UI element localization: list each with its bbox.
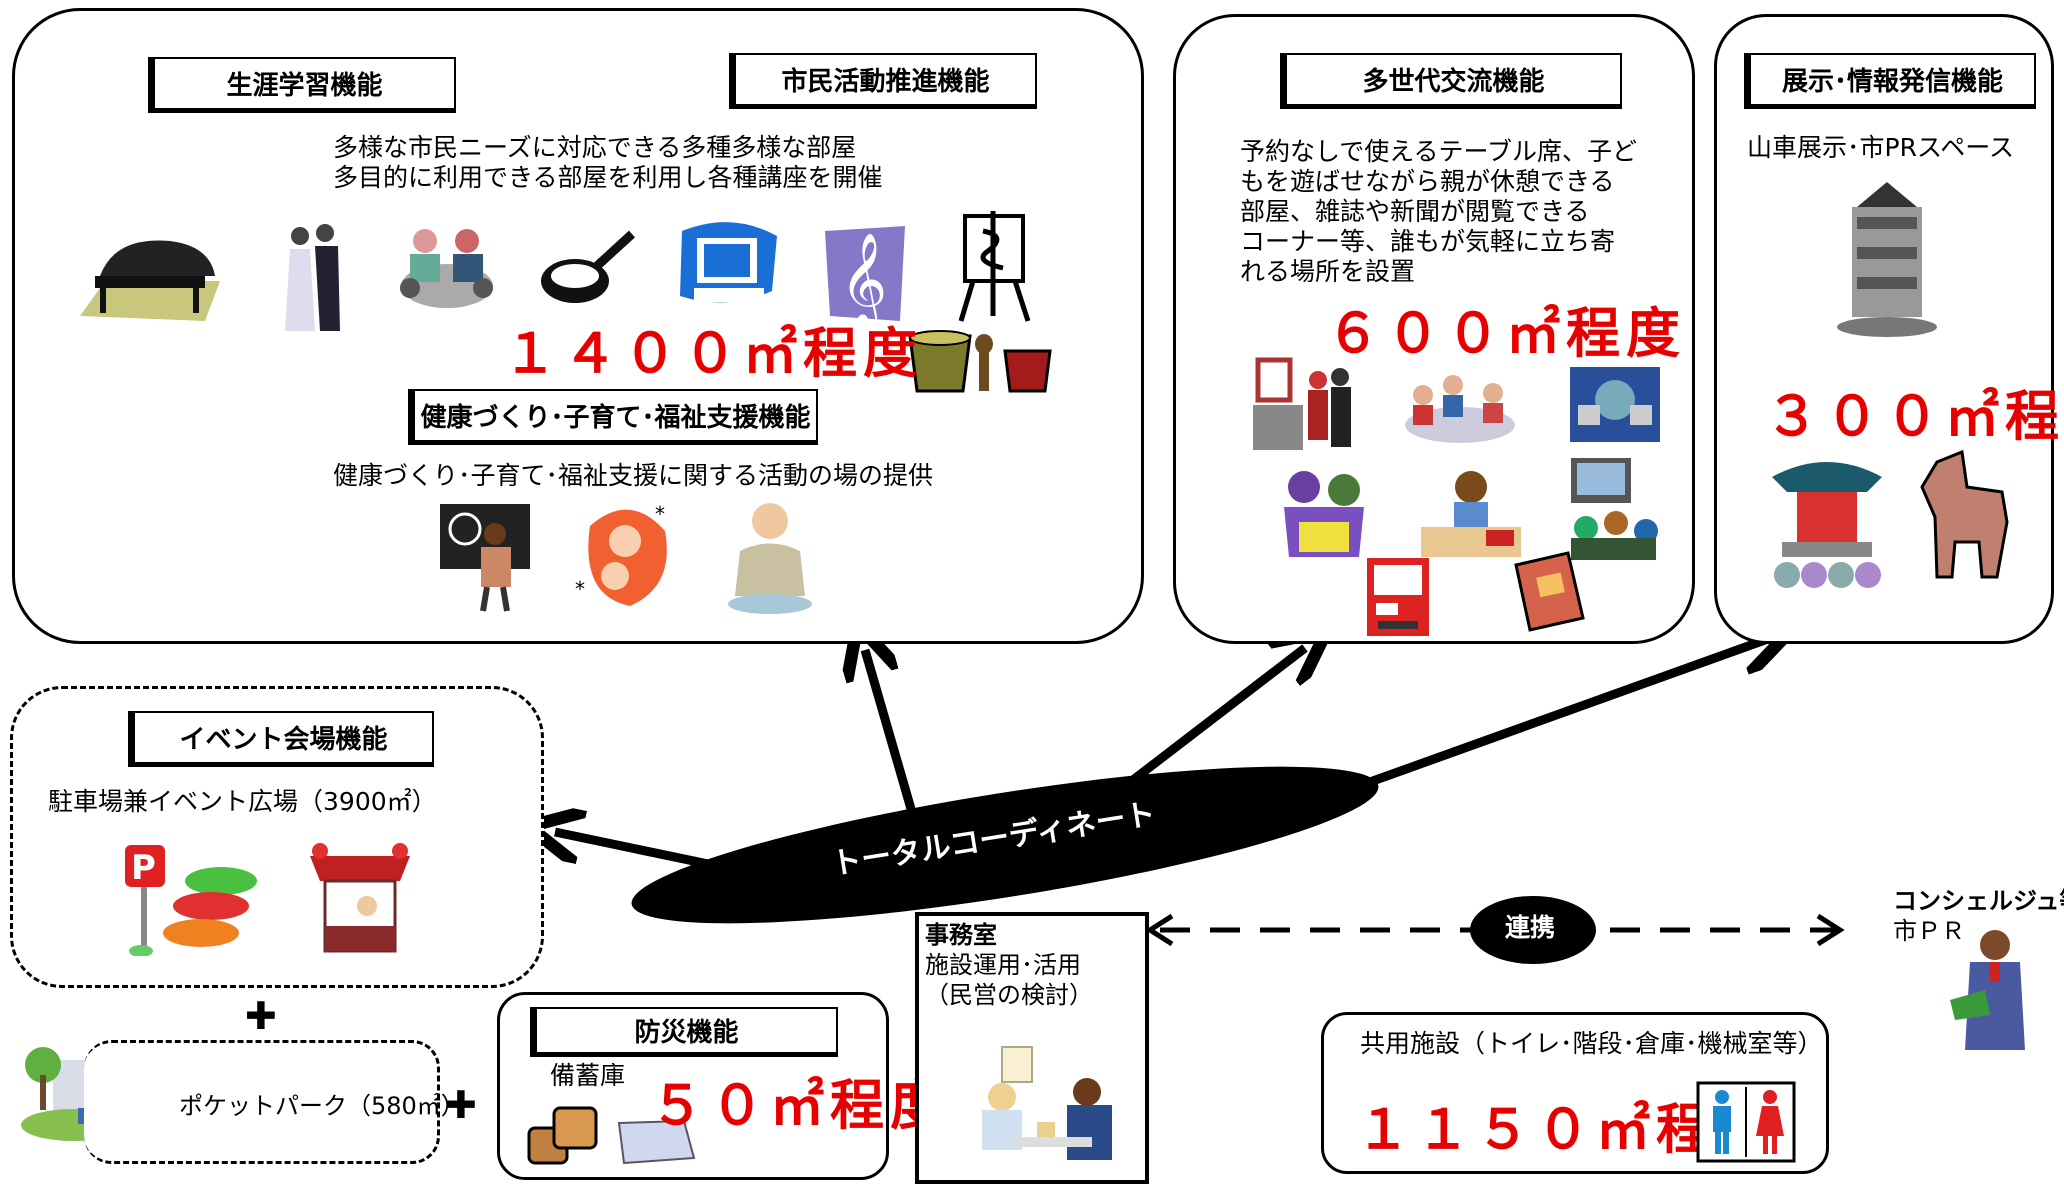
pocket-park-panel: ポケットパーク（580㎡） [84, 1040, 465, 1164]
common-desc: 共用施設（トイレ･階段･倉庫･機械室等） [1360, 1029, 1823, 1058]
office-title: 事務室 [925, 921, 997, 949]
easel-icon [958, 211, 1031, 322]
book-icon [1514, 551, 1585, 632]
computer-icon [680, 222, 777, 303]
lifelong-desc-line1: 多様な市民ニーズに対応できる多種多様な部屋 [333, 133, 857, 162]
vending-machine-icon [1367, 558, 1429, 636]
office-line1: 施設運用･活用 [925, 951, 1081, 979]
exhibition-area: ３００㎡程度 [1765, 385, 2064, 448]
mother-child-icon: ** [575, 502, 667, 606]
festival-stall-icon [310, 843, 410, 953]
teacher-icon [440, 504, 530, 612]
concierge-sub: 市ＰＲ [1893, 917, 1965, 945]
disaster-prevention-panel: 防災機能 備蓄庫 ５０㎡程度 [497, 992, 944, 1180]
health-desc: 健康づくり･子育て･福祉支援に関する活動の場の提供 [333, 461, 934, 490]
women-reading-icon [1284, 471, 1364, 557]
plus-icon-2: ✚ [445, 1083, 477, 1127]
dancers-icon [285, 224, 340, 331]
multigen-area: ６００㎡程度 [1326, 302, 1686, 365]
meeting-people-icon [400, 229, 493, 308]
video-conference-icon [1570, 367, 1660, 442]
group-discussion-icon [1405, 375, 1515, 443]
link-ellipse [1470, 896, 1596, 964]
office-panel: 事務室 施設運用･活用 （民営の検討） [915, 912, 1149, 1184]
tab-health-childcare: 健康づくり･子育て･福祉支援機能 [408, 389, 818, 445]
multigen-desc-line4: コーナー等、誰もが気軽に立ち寄 [1240, 227, 1616, 256]
svg-text:𝄞: 𝄞 [840, 232, 887, 326]
clay-horse-icon [1920, 449, 2009, 579]
tab-disaster-prevention: 防災機能 [530, 1007, 838, 1057]
festival-float-icon [1837, 182, 1937, 337]
event-desc: 駐車場兼イベント広場（3900㎡） [48, 787, 437, 816]
concierge-title: コンシェルジュ等 [1893, 887, 2064, 915]
lifelong-area: １４００㎡程度 [503, 322, 923, 385]
tab-multigenerational: 多世代交流機能 [1280, 53, 1622, 109]
multigen-desc-line5: れる場所を設置 [1240, 257, 1416, 286]
tab-event-venue: イベント会場機能 [128, 711, 434, 767]
arrow-to-lifelong [865, 650, 925, 842]
coordinate-ellipse [631, 766, 1379, 924]
arrow-to-multigen [1117, 648, 1305, 794]
storage-label: 備蓄庫 [550, 1061, 626, 1090]
arrow-to-exhibit [1318, 640, 1765, 805]
common-facilities-panel: 共用施設（トイレ･階段･倉庫･機械室等） １１５０㎡程度 [1321, 1012, 1829, 1174]
multigenerational-panel: 多世代交流機能 予約なしで使えるテーブル席、子ど もを遊ばせながら親が休憩できる… [1173, 14, 1695, 644]
svg-text:P: P [131, 848, 156, 888]
concierge-person-icon [1950, 930, 2025, 1050]
tab-lifelong-learning: 生涯学習機能 [148, 57, 456, 113]
svg-text:*: * [575, 577, 585, 601]
multigen-desc-line3: 部屋、雑誌や新聞が閲覧できる [1240, 197, 1590, 226]
disaster-area: ５０㎡程度 [650, 1074, 950, 1137]
tea-ceremony-icon [908, 330, 1052, 393]
piano-icon [80, 240, 220, 321]
parking-icon: P [125, 845, 257, 956]
event-venue-panel: イベント会場機能 駐車場兼イベント広場（3900㎡） P [10, 686, 544, 988]
office-staff-icon [982, 1046, 1112, 1160]
multigen-desc-line1: 予約なしで使えるテーブル席、子ど [1240, 137, 1638, 166]
elderly-man-icon [728, 503, 812, 614]
lifelong-desc-line2: 多目的に利用できる部屋を利用し各種講座を開催 [333, 163, 883, 192]
woman-writing-icon [1421, 471, 1521, 557]
lifelong-learning-panel: 生涯学習機能 市民活動推進機能 多様な市民ニーズに対応できる多種多様な部屋 多目… [12, 8, 1144, 644]
tv-audience-icon [1571, 458, 1658, 560]
office-line2: （民営の検討） [925, 981, 1093, 1009]
multigen-desc-line2: もを遊ばせながら親が休憩できる [1240, 167, 1615, 196]
exhibition-visitors-icon [1253, 357, 1351, 450]
tab-exhibition: 展示･情報発信機能 [1744, 53, 2036, 109]
plus-icon-1: ✚ [245, 994, 277, 1038]
exhibition-desc: 山車展示･市PRスペース [1747, 133, 2014, 162]
music-clef-icon: 𝄞 [825, 226, 905, 326]
shrine-float-icon [1772, 462, 1882, 588]
tab-civic-activity: 市民活動推進機能 [729, 53, 1037, 109]
restroom-icon [1696, 1081, 1796, 1163]
pocket-park-label: ポケットパーク（580㎡） [179, 1092, 465, 1120]
frying-pan-icon [541, 230, 636, 303]
emergency-supplies-icon [527, 1106, 696, 1165]
link-label: 連携 [1505, 913, 1556, 942]
exhibition-panel: 展示･情報発信機能 山車展示･市PRスペース ３００㎡程度 [1714, 14, 2064, 644]
svg-text:*: * [655, 502, 665, 526]
